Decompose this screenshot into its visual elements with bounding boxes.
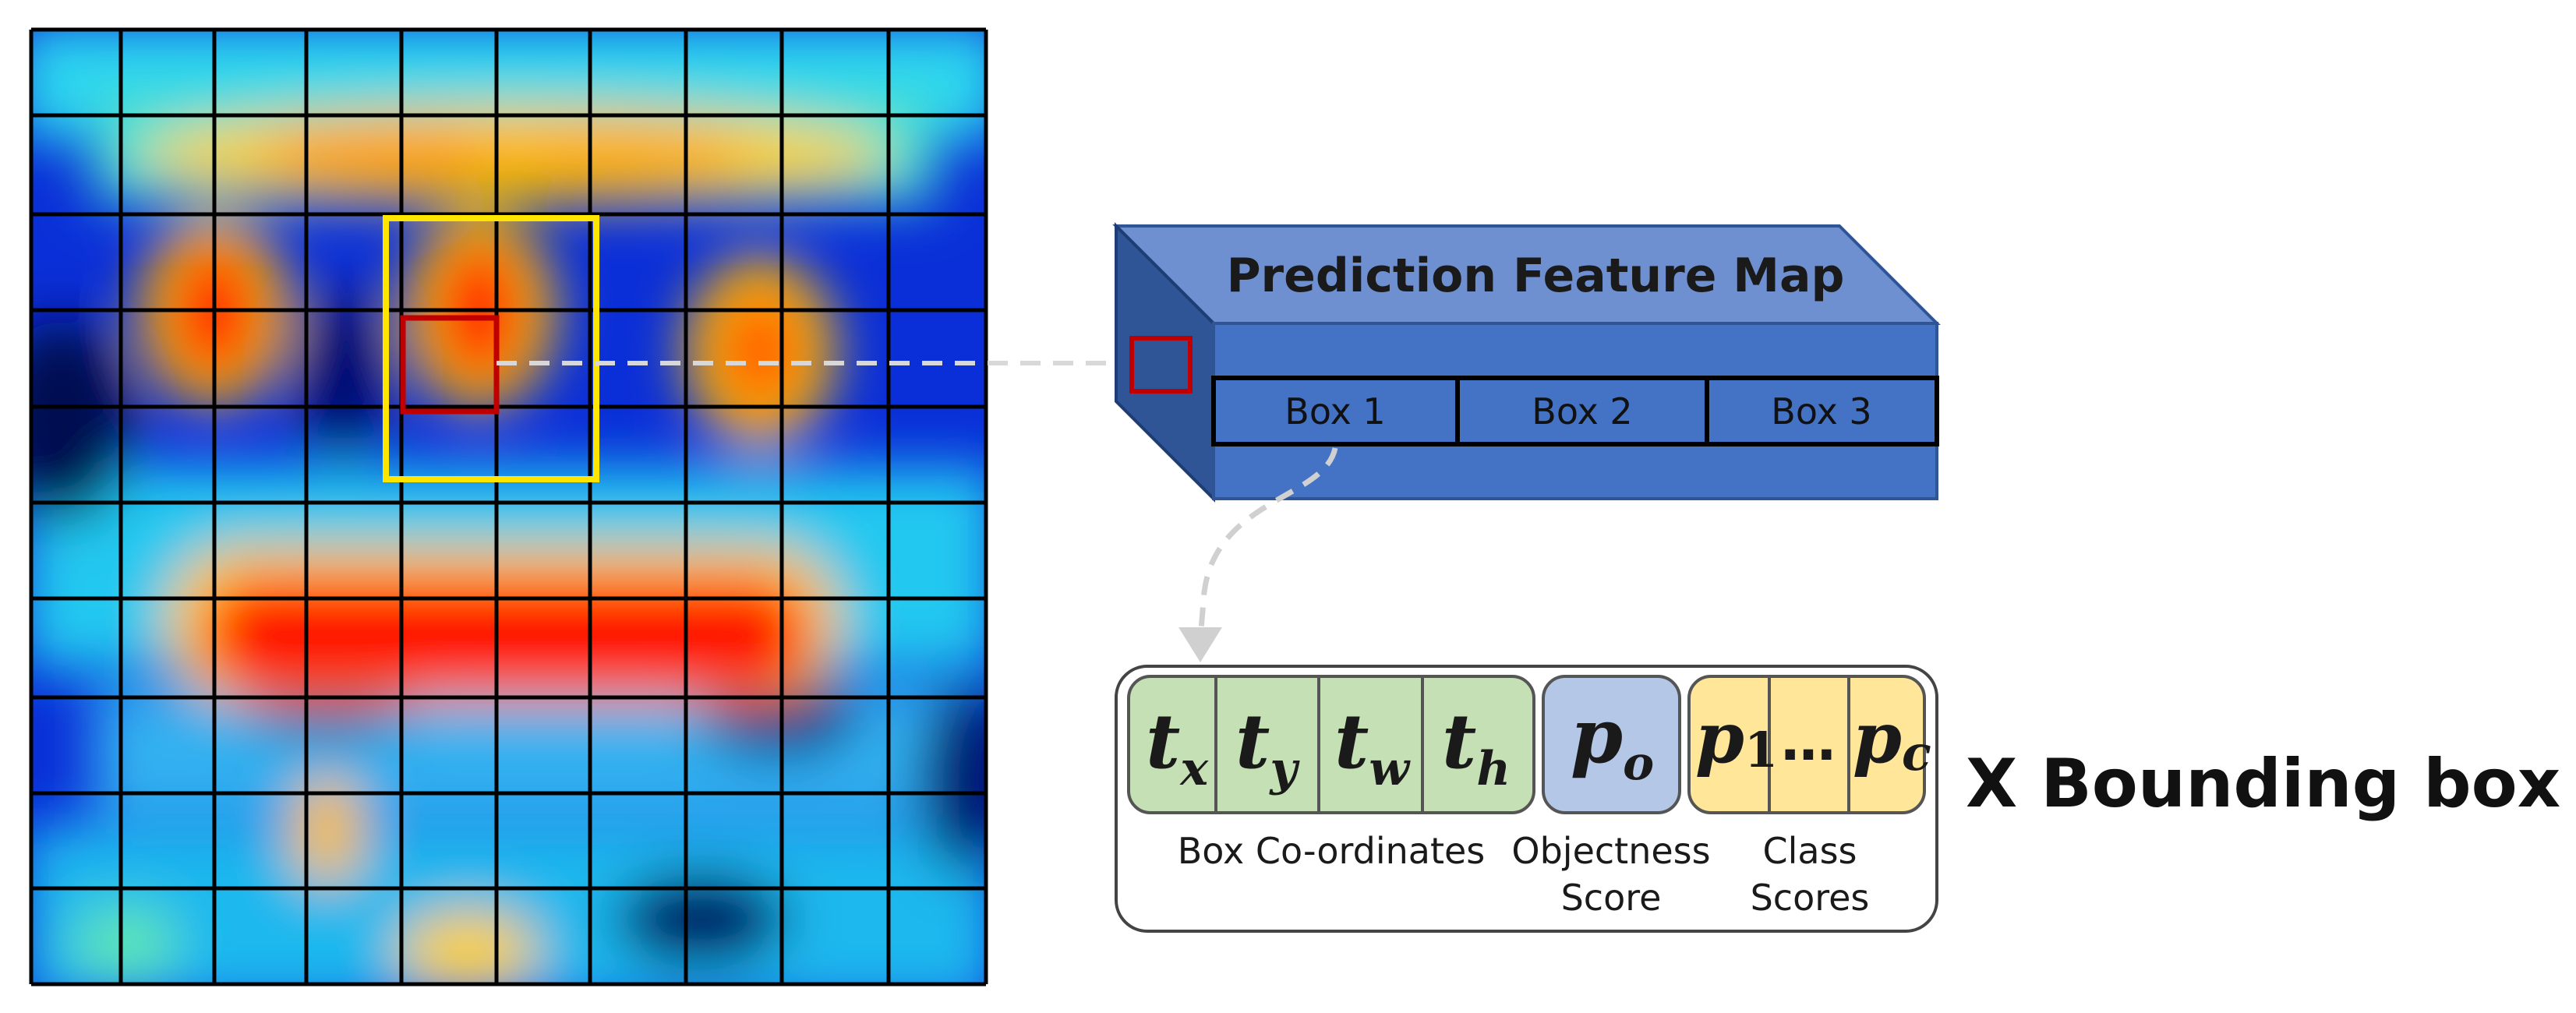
- coord-tx: tx: [1146, 697, 1209, 796]
- objectness-po: po: [1571, 692, 1654, 791]
- objectness-label-line1: Objectness: [1511, 830, 1710, 872]
- feature-map-cell-marker: [1129, 336, 1193, 394]
- bounding-box-multiplier: X Bounding box: [1966, 745, 2560, 823]
- objectness-label-line2: Score: [1561, 877, 1662, 919]
- feature-map-title: Prediction Feature Map: [1227, 249, 1845, 303]
- coordinates-label: Box Co-ordinates: [1178, 830, 1486, 872]
- anchor-box-3: [1705, 376, 1939, 446]
- anchor-box-strip: Box 1 Box 2 Box 3: [1211, 376, 1939, 446]
- prediction-feature-map: Prediction Feature Map Box 1 Box 2 Box 3: [1112, 222, 1941, 503]
- coord-th: th: [1442, 697, 1511, 796]
- heatmap-image: [29, 27, 988, 987]
- coordinates-group: [1127, 675, 1535, 814]
- anchor-box-1-label: Box 1: [1284, 390, 1385, 432]
- bounding-box-vector: tx ty tw th po p1 … pc Box Co-ordinates …: [1115, 665, 1938, 933]
- objectness-cell: [1542, 675, 1681, 814]
- class-p1: p1: [1695, 697, 1778, 779]
- feature-map-front-face: [1212, 322, 1938, 500]
- class-ellipsis: …: [1781, 709, 1836, 773]
- anchor-box-2-label: Box 2: [1532, 390, 1632, 432]
- coord-tw: tw: [1334, 697, 1411, 796]
- class-scores-group: [1687, 675, 1926, 814]
- classes-label-line1: Class: [1762, 830, 1857, 872]
- coord-ty: ty: [1235, 697, 1300, 796]
- classes-label-line2: Scores: [1751, 877, 1870, 919]
- class-pc: pc: [1853, 697, 1931, 782]
- anchor-box-3-label: Box 3: [1771, 390, 1871, 432]
- anchor-highlight-yellow: [383, 215, 599, 482]
- arrow-head: [1178, 627, 1222, 662]
- box1-to-vector-arrow: [1197, 447, 1338, 640]
